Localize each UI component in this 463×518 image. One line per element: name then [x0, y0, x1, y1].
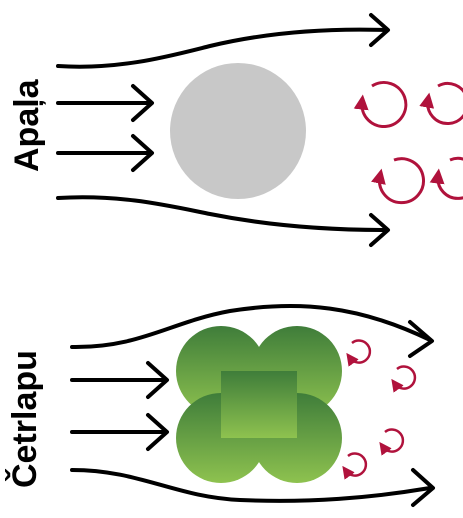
rotating-vortex-icon — [379, 428, 405, 456]
label-clover-obstacle: Četrlapu — [6, 350, 44, 488]
rotating-vortex-icon — [346, 339, 372, 367]
streamline-top — [56, 27, 387, 69]
arrow-right-icon — [146, 361, 169, 399]
wake-vortices-clover — [342, 339, 417, 480]
rotating-vortex-icon — [371, 157, 425, 205]
clover-obstacle — [176, 326, 342, 483]
arrow-right-icon — [411, 468, 435, 507]
clover-panel — [70, 304, 435, 507]
label-round-obstacle: Apaļa — [8, 79, 46, 172]
arrow-right-icon — [369, 13, 390, 47]
clover-core — [221, 371, 297, 438]
rotating-vortex-icon — [391, 365, 417, 393]
rotating-vortex-icon — [342, 452, 368, 480]
arrow-right-icon — [131, 134, 154, 172]
arrow-right-icon — [146, 413, 169, 451]
streamline-bottom — [56, 195, 387, 232]
arrow-right-icon — [369, 213, 390, 247]
arrow-right-icon — [131, 84, 154, 122]
streamline-bottom — [70, 468, 432, 503]
wake-vortices-round — [353, 81, 463, 205]
round-obstacle — [170, 63, 306, 199]
streamline-top — [70, 304, 432, 350]
round-panel — [56, 13, 463, 247]
rotating-vortex-icon — [429, 156, 463, 200]
rotating-vortex-icon — [419, 82, 463, 125]
rotating-vortex-icon — [353, 81, 408, 128]
arrow-right-icon — [408, 320, 434, 358]
